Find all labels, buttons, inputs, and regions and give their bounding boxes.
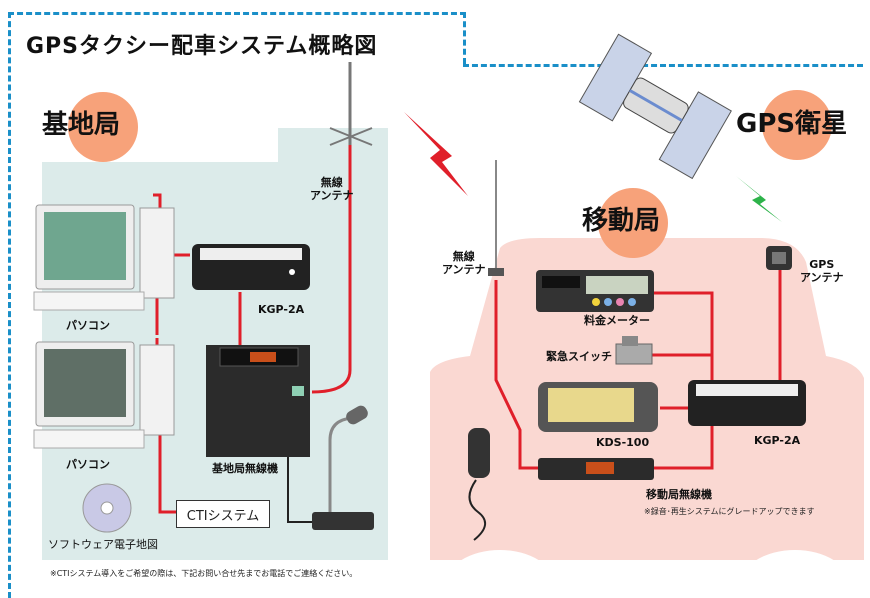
microphone-icon [312, 405, 374, 530]
satellite-icon [578, 33, 732, 180]
lightning-icon [736, 176, 782, 222]
mobile-antenna-label: 無線アンテナ [442, 250, 486, 276]
base-station-label: 基地局 [42, 110, 121, 140]
mobile-station-label: 移動局 [582, 206, 661, 236]
mobile-station-circle [598, 188, 668, 258]
frame-left [8, 12, 11, 598]
switch-icon [615, 336, 653, 365]
radio-unit-icon [688, 380, 806, 426]
base-antenna-label: 無線アンテナ [310, 176, 354, 202]
upgrade-note: ※録音･再生システムにグレードアップできます [644, 507, 815, 516]
gps-satellite-label: GPS衛星 [736, 109, 848, 139]
display-unit-icon [538, 382, 658, 432]
cd-icon [82, 483, 132, 533]
footer-note: ※CTIシステム導入をご希望の際は、下記お問い合せ先までお電話でご連絡ください。 [50, 569, 358, 578]
handset-icon [468, 428, 490, 478]
gps-satellite-circle [762, 90, 832, 160]
base-radio-label: 基地局無線機 [212, 462, 278, 475]
page-title: GPSタクシー配車システム概略図 [26, 34, 378, 59]
handset-cord [468, 479, 486, 541]
gps-antenna-icon [766, 246, 792, 270]
taxi-meter-icon [536, 270, 654, 312]
mobile-radio-label: 移動局無線機 [646, 488, 712, 501]
frame-top-left [8, 12, 466, 15]
pc-1-label: パソコン [66, 319, 110, 332]
pc-2-label: パソコン [66, 458, 110, 471]
radio-unit-icon [206, 345, 310, 457]
wheel-right [740, 550, 850, 598]
kds-label: KDS-100 [596, 436, 650, 449]
emergency-switch-label: 緊急スイッチ [546, 350, 612, 363]
antenna-icon [488, 160, 504, 276]
antenna-icon [329, 62, 373, 146]
fare-meter-label: 料金メーター [584, 314, 650, 327]
computer-icon [33, 204, 175, 311]
software-map-label: ソフトウェア電子地図 [48, 538, 158, 551]
kgp-base-label: KGP-2A [258, 303, 305, 316]
kgp-mobile-label: KGP-2A [754, 434, 801, 447]
radio-unit-icon [538, 458, 654, 480]
wheel-left [445, 550, 555, 598]
lightning-icon [404, 112, 468, 196]
base-station-circle [68, 92, 138, 162]
cti-system-box: CTIシステム [176, 500, 270, 528]
frame-mid-vertical [463, 12, 466, 64]
frame-top-right [463, 64, 863, 67]
radio-unit-icon [192, 244, 310, 290]
computer-icon [33, 341, 175, 449]
